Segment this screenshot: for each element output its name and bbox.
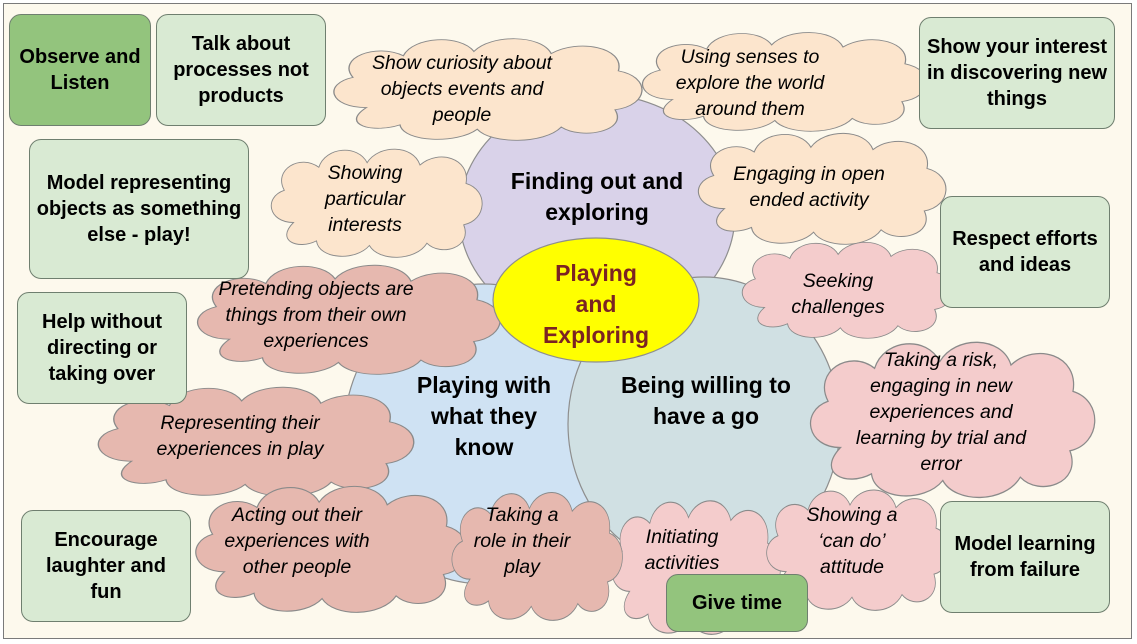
- box-encourage-laughter-text: Encourage laughter and fun: [45, 529, 166, 603]
- cloud-playing-4-text: Taking a role in their play: [473, 504, 571, 578]
- diagram-canvas: Finding out and exploring Playing with w…: [3, 3, 1132, 639]
- cloud-willing-2-text: Taking a risk, engaging in new experienc…: [855, 349, 1027, 475]
- cloud-finding-1-text: Show curiosity about objects events and …: [372, 52, 552, 126]
- box-model-representing-text: Model representing objects as something …: [36, 172, 242, 246]
- cloud-willing-1-text: Seeking challenges: [791, 270, 885, 318]
- area-playing-label: Playing with what they know: [416, 371, 552, 460]
- core-label: Playing and Exploring: [542, 259, 650, 348]
- box-model-learning: Model learning from failure: [940, 501, 1110, 613]
- cloud-finding-3-text: Showing particular interests: [324, 162, 406, 236]
- box-show-interest-text: Show your interest in discovering new th…: [926, 36, 1108, 110]
- core-ellipse: [492, 237, 700, 363]
- cloud-willing-3-text: Initiating activities: [644, 526, 720, 574]
- cloud-playing-2-text: Representing their experiences in play: [156, 412, 324, 460]
- cloud-finding-4-text: Engaging in open ended activity: [733, 163, 885, 211]
- box-observe-listen: Observe and Listen: [9, 14, 151, 126]
- box-help-without-text: Help without directing or taking over: [42, 311, 162, 385]
- box-encourage-laughter: Encourage laughter and fun: [21, 510, 191, 622]
- box-observe-listen-text: Observe and Listen: [19, 46, 141, 94]
- box-show-interest: Show your interest in discovering new th…: [919, 17, 1115, 129]
- box-respect-efforts: Respect efforts and ideas: [940, 196, 1110, 308]
- cloud-playing-3-text: Acting out their experiences with other …: [224, 504, 370, 578]
- box-respect-efforts-text: Respect efforts and ideas: [952, 228, 1098, 276]
- diagram-graphics: [97, 31, 1096, 636]
- box-help-without: Help without directing or taking over: [17, 292, 187, 404]
- box-talk-processes-text: Talk about processes not products: [173, 33, 309, 107]
- box-model-learning-text: Model learning from failure: [954, 533, 1096, 581]
- area-finding-label: Finding out and exploring: [510, 168, 684, 225]
- cloud-finding-2-text: Using senses to explore the world around…: [675, 46, 825, 120]
- box-give-time: Give time: [666, 574, 808, 632]
- cloud-playing-1-text: Pretending objects are things from their…: [218, 278, 414, 352]
- box-give-time-text: Give time: [691, 592, 783, 614]
- box-talk-processes: Talk about processes not products: [156, 14, 326, 126]
- area-willing-label: Being willing to have a go: [621, 372, 791, 429]
- box-model-representing: Model representing objects as something …: [29, 139, 249, 279]
- cloud-willing-4-text: Showing a ‘can do’ attitude: [806, 504, 898, 578]
